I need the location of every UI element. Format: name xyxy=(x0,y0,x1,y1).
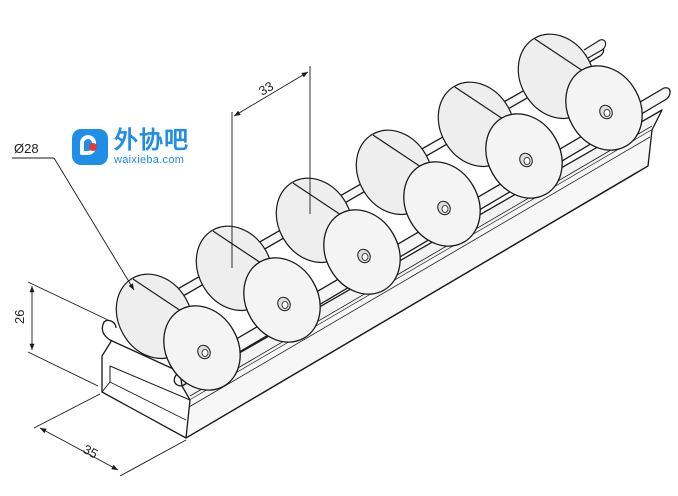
width-label: 35 xyxy=(81,441,101,461)
roller xyxy=(195,225,321,343)
diameter-label: Ø28 xyxy=(14,141,39,156)
roller xyxy=(355,129,481,247)
roller xyxy=(115,273,241,391)
roller xyxy=(517,33,643,151)
roller xyxy=(275,177,401,295)
watermark-logo: 外协吧 waixieba.com xyxy=(72,128,189,166)
roller xyxy=(437,81,563,199)
brand-logo-icon xyxy=(72,129,108,165)
rollers-group xyxy=(115,33,643,391)
axle-pin xyxy=(583,39,607,59)
pitch-label: 33 xyxy=(256,78,276,98)
dimension-lines xyxy=(12,66,311,477)
watermark-name: 外协吧 xyxy=(114,126,189,154)
watermark-url: waixieba.com xyxy=(114,154,185,166)
height-label: 26 xyxy=(12,310,27,324)
watermark-text: 外协吧 waixieba.com xyxy=(114,128,189,166)
